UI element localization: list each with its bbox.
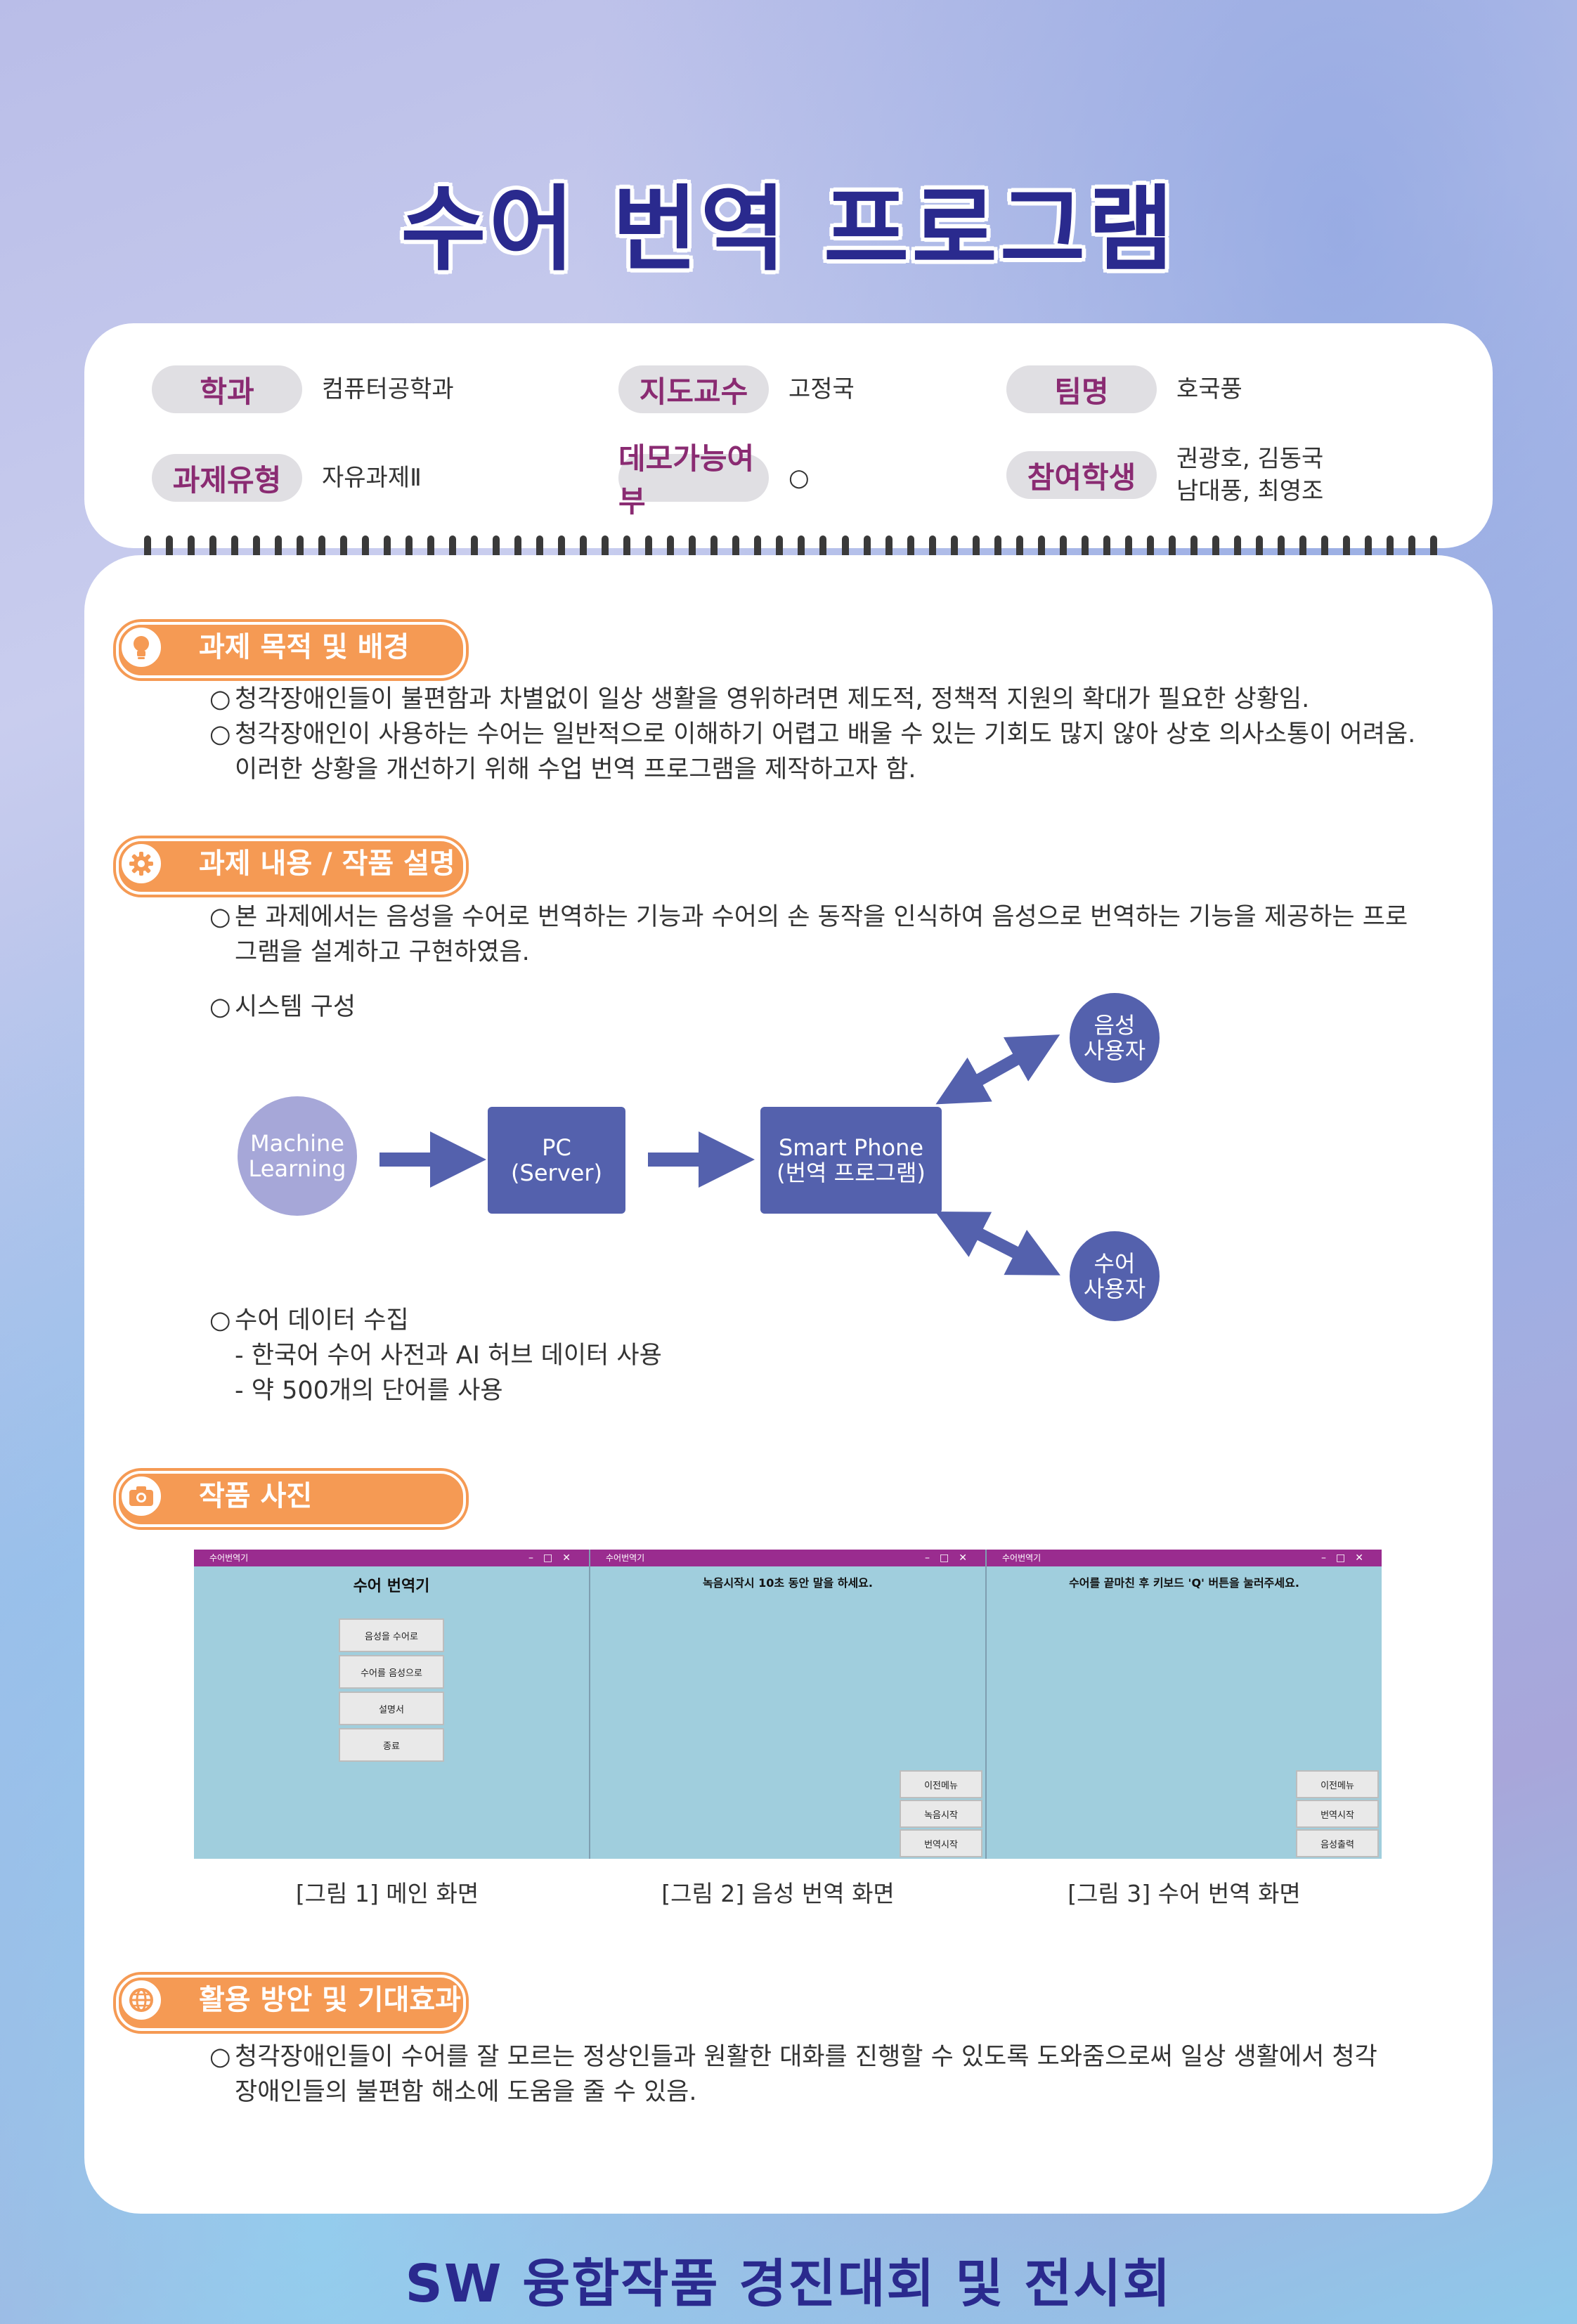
data-line-2: - 약 500개의 단어를 사용 bbox=[235, 1377, 503, 1405]
usage-line-2: 장애인들의 불편함 해소에 도움을 줄 수 있음. bbox=[235, 2078, 697, 2106]
demo-label: 데모가능여부 bbox=[618, 441, 769, 519]
advisor-label: 지도교수 bbox=[618, 365, 769, 413]
members-line-2: 남대풍, 최영조 bbox=[1176, 477, 1324, 505]
window-controls-icon: –□✕ bbox=[528, 1552, 580, 1564]
screenshot-main: 수어번역기–□✕ 수어 번역기 음성을 수어로 수어를 음성으로 설명서 종료 bbox=[194, 1550, 590, 1859]
btn-sign-to-voice[interactable]: 수어를 음성으로 bbox=[339, 1655, 444, 1689]
btn-record-start[interactable]: 녹음시작 bbox=[900, 1800, 982, 1828]
section-title-content: 과제 내용 / 작품 설명 bbox=[199, 848, 455, 880]
type-label: 과제유형 bbox=[152, 454, 302, 502]
btn-voice-output[interactable]: 음성출력 bbox=[1296, 1829, 1379, 1857]
info-team: 팀명 호국풍 bbox=[1006, 365, 1242, 413]
btn-translate-start[interactable]: 번역시작 bbox=[1296, 1800, 1379, 1828]
info-department: 학과 컴퓨터공학과 bbox=[152, 365, 454, 413]
department-value: 컴퓨터공학과 bbox=[322, 375, 454, 403]
purpose-line-2: 청각장애인이 사용하는 수어는 일반적으로 이해하기 어렵고 배울 수 있는 기… bbox=[235, 720, 1416, 748]
usage-line-1: 청각장애인들이 수어를 잘 모르는 정상인들과 원활한 대화를 진행할 수 있도… bbox=[235, 2043, 1377, 2071]
btn-prev-menu[interactable]: 이전메뉴 bbox=[900, 1770, 982, 1798]
screenshot-strip: 수어번역기–□✕ 수어 번역기 음성을 수어로 수어를 음성으로 설명서 종료 … bbox=[194, 1550, 1382, 1859]
caption-2: [그림 2] 음성 번역 화면 bbox=[661, 1880, 895, 1907]
advisor-value: 고정국 bbox=[788, 375, 855, 403]
binder-rings bbox=[144, 535, 1437, 571]
window-controls-icon: –□✕ bbox=[1321, 1552, 1373, 1564]
lightbulb-icon bbox=[119, 625, 164, 670]
system-heading: ○시스템 구성 bbox=[209, 989, 1425, 1025]
department-label: 학과 bbox=[152, 365, 302, 413]
window-titlebar: 수어번역기–□✕ bbox=[590, 1550, 985, 1566]
arrow-phone-sign-user bbox=[935, 1212, 1060, 1275]
btn-exit[interactable]: 종료 bbox=[339, 1728, 444, 1762]
caption-3: [그림 3] 수어 번역 화면 bbox=[1067, 1880, 1301, 1907]
content-line-1: 본 과제에서는 음성을 수어로 번역하는 기능과 수어의 손 동작을 인식하여 … bbox=[235, 903, 1408, 931]
btn-manual[interactable]: 설명서 bbox=[339, 1692, 444, 1725]
node-pc-server: PC(Server) bbox=[488, 1107, 625, 1214]
screenshot-sign: 수어번역기–□✕ 수어를 끝마친 후 키보드 'Q' 버튼을 눌러주세요. 이전… bbox=[987, 1550, 1382, 1859]
usage-text: ○청각장애인들이 수어를 잘 모르는 정상인들과 원활한 대화를 진행할 수 있… bbox=[209, 2039, 1425, 2110]
camera-icon bbox=[119, 1474, 164, 1519]
screen3-heading: 수어를 끝마친 후 키보드 'Q' 버튼을 눌러주세요. bbox=[1069, 1576, 1299, 1590]
content-text: ○본 과제에서는 음성을 수어로 번역하는 기능과 수어의 손 동작을 인식하여… bbox=[209, 900, 1425, 970]
data-title: 수어 데이터 수집 bbox=[235, 1306, 409, 1335]
page-title: 수어 번역 프로그램 bbox=[401, 176, 1176, 284]
demo-value: ○ bbox=[788, 464, 810, 492]
members-label: 참여학생 bbox=[1006, 451, 1157, 499]
section-title-usage: 활용 방안 및 기대효과 bbox=[199, 1984, 461, 2016]
caption-1: [그림 1] 메인 화면 bbox=[295, 1880, 479, 1907]
diagram-arrows bbox=[379, 1034, 1060, 1275]
btn-prev-menu[interactable]: 이전메뉴 bbox=[1296, 1770, 1379, 1798]
screen1-heading: 수어 번역기 bbox=[353, 1578, 430, 1595]
purpose-text: ○청각장애인들이 불편함과 차별없이 일상 생활을 영위하려면 제도적, 정책적… bbox=[209, 682, 1425, 787]
footer-title: SW 융합작품 경진대회 및 전시회 bbox=[405, 2254, 1172, 2314]
members-value: 권광호, 김동국 남대풍, 최영조 bbox=[1176, 443, 1323, 507]
info-members: 참여학생 권광호, 김동국 남대풍, 최영조 bbox=[1006, 443, 1323, 507]
team-label: 팀명 bbox=[1006, 365, 1157, 413]
btn-voice-to-sign[interactable]: 음성을 수어로 bbox=[339, 1618, 444, 1652]
info-advisor: 지도교수 고정국 bbox=[618, 365, 855, 413]
type-value: 자유과제Ⅱ bbox=[322, 464, 422, 492]
node-smart-phone: Smart Phone(번역 프로그램) bbox=[760, 1107, 942, 1214]
team-value: 호국풍 bbox=[1176, 375, 1242, 403]
screenshot-voice: 수어번역기–□✕ 녹음시작시 10초 동안 말을 하세요. 이전메뉴 녹음시작 … bbox=[590, 1550, 987, 1859]
screen2-heading: 녹음시작시 10초 동안 말을 하세요. bbox=[703, 1576, 873, 1590]
members-line-1: 권광호, 김동국 bbox=[1176, 445, 1324, 473]
section-title-purpose: 과제 목적 및 배경 bbox=[199, 631, 410, 663]
info-card: 학과 컴퓨터공학과 지도교수 고정국 팀명 호국풍 과제유형 자유과제Ⅱ 데모가… bbox=[84, 323, 1493, 548]
section-title-photos: 작품 사진 bbox=[199, 1480, 313, 1512]
data-collection-text: ○수어 데이터 수집 - 한국어 수어 사전과 AI 허브 데이터 사용 - 약… bbox=[209, 1303, 1425, 1408]
btn-translate-start[interactable]: 번역시작 bbox=[900, 1829, 982, 1857]
window-titlebar: 수어번역기–□✕ bbox=[194, 1550, 589, 1566]
purpose-line-1: 청각장애인들이 불편함과 차별없이 일상 생활을 영위하려면 제도적, 정책적 … bbox=[235, 685, 1310, 713]
info-demo: 데모가능여부 ○ bbox=[618, 441, 810, 519]
window-titlebar: 수어번역기–□✕ bbox=[987, 1550, 1382, 1566]
arrow-phone-voice-user bbox=[935, 1034, 1060, 1105]
gear-icon bbox=[119, 841, 164, 886]
data-line-1: - 한국어 수어 사전과 AI 허브 데이터 사용 bbox=[235, 1342, 662, 1370]
content-card bbox=[84, 555, 1493, 2214]
content-line-2: 그램을 설계하고 구현하였음. bbox=[235, 938, 530, 966]
info-type: 과제유형 자유과제Ⅱ bbox=[152, 454, 422, 502]
window-controls-icon: –□✕ bbox=[925, 1552, 977, 1564]
system-label: 시스템 구성 bbox=[235, 993, 356, 1021]
purpose-line-3: 이러한 상황을 개선하기 위해 수업 번역 프로그램을 제작하고자 함. bbox=[235, 755, 916, 784]
globe-icon bbox=[119, 1978, 164, 2023]
